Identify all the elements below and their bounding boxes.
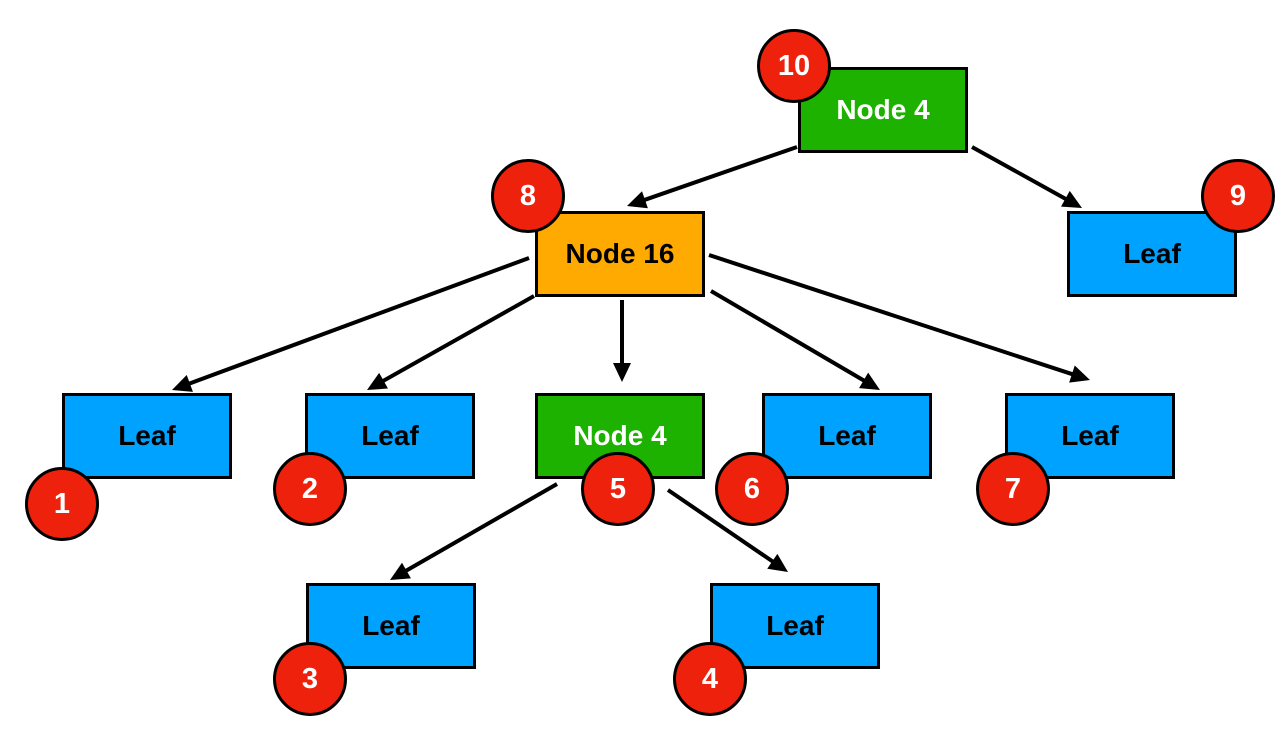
edge-n16-to-leaf_6 <box>709 289 880 390</box>
edge-n16-to-leaf_1 <box>172 256 530 392</box>
arrowhead <box>390 562 411 580</box>
edge-line <box>187 256 530 386</box>
arrowhead <box>613 363 631 382</box>
edge-n16-to-leaf_2 <box>367 294 535 390</box>
edge-n4_root-to-leaf_r <box>971 145 1082 208</box>
leaf-6: Leaf <box>762 393 932 479</box>
leaf-1: Leaf <box>62 393 232 479</box>
edge-line <box>709 289 867 384</box>
order-badge-7: 7 <box>976 452 1050 526</box>
edge-line <box>403 482 558 574</box>
arrowhead <box>627 191 648 209</box>
edge-n16-to-leaf_7 <box>708 253 1090 383</box>
order-badge-5: 5 <box>581 452 655 526</box>
arrowhead <box>172 374 193 392</box>
order-badge-1: 1 <box>25 467 99 541</box>
order-badge-3: 3 <box>273 642 347 716</box>
arrowhead <box>767 553 788 572</box>
order-badge-2: 2 <box>273 452 347 526</box>
arrowhead <box>859 372 880 390</box>
order-badge-10: 10 <box>757 29 831 103</box>
edge-line <box>971 145 1069 202</box>
order-badge-4: 4 <box>673 642 747 716</box>
edge-line <box>642 145 798 203</box>
order-badge-9: 9 <box>1201 159 1275 233</box>
edge-n4_mid-to-leaf_3 <box>390 482 558 580</box>
edge-n4_root-to-n16 <box>627 145 798 209</box>
node-4-root: Node 4 <box>798 67 968 153</box>
arrowhead <box>367 372 388 390</box>
edge-n4_mid-to-leaf_4 <box>666 488 788 572</box>
edge-n16-to-n4_mid <box>613 300 631 382</box>
node-16: Node 16 <box>535 211 705 297</box>
arrowhead <box>1069 365 1090 383</box>
edge-line <box>666 488 776 565</box>
edge-line <box>380 294 535 384</box>
edge-line <box>708 253 1075 377</box>
leaf-right: Leaf <box>1067 211 1237 297</box>
arrowhead <box>1061 190 1082 208</box>
order-badge-6: 6 <box>715 452 789 526</box>
order-badge-8: 8 <box>491 159 565 233</box>
